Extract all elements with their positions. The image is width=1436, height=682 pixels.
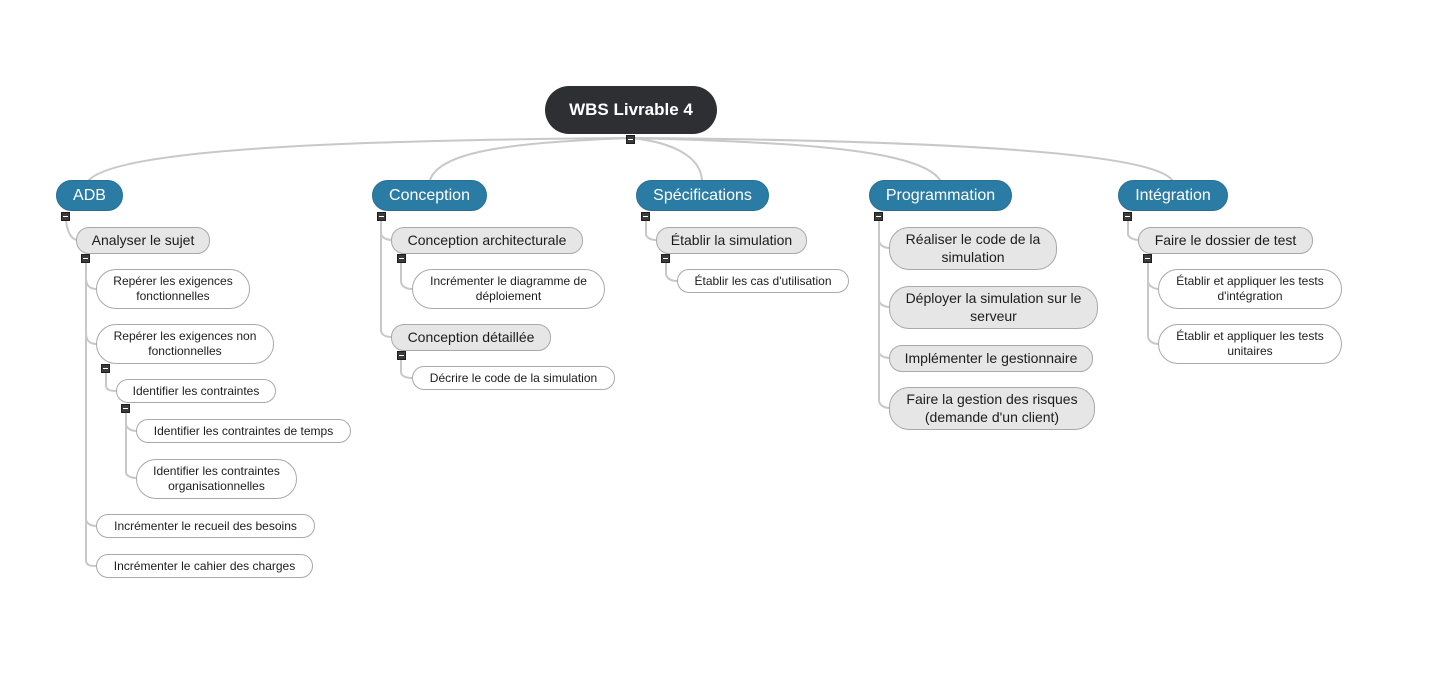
topic-etablir-simulation[interactable]: Établir la simulation <box>656 227 807 254</box>
leaf-recueil-des-besoins[interactable]: Incrémenter le recueil des besoins <box>96 514 315 538</box>
collapse-toggle-dossier-test[interactable] <box>1143 254 1152 263</box>
topic-conception-architecturale[interactable]: Conception architecturale <box>391 227 583 254</box>
collapse-toggle-adb[interactable] <box>61 212 70 221</box>
collapse-toggle-etablir-simulation[interactable] <box>661 254 670 263</box>
leaf-diagramme-de-deploiement[interactable]: Incrémenter le diagramme de déploiement <box>412 269 605 309</box>
collapse-toggle-specifications[interactable] <box>641 212 650 221</box>
leaf-tests-integration[interactable]: Établir et appliquer les tests d'intégra… <box>1158 269 1342 309</box>
leaf-cahier-des-charges[interactable]: Incrémenter le cahier des charges <box>96 554 313 578</box>
collapse-toggle-exigences-non-fonct[interactable] <box>101 364 110 373</box>
topic-implementer-gestionnaire[interactable]: Implémenter le gestionnaire <box>889 345 1093 372</box>
collapse-toggle-analyser[interactable] <box>81 254 90 263</box>
topic-deployer-simulation[interactable]: Déployer la simulation sur le serveur <box>889 286 1098 329</box>
leaf-exigences-non-fonctionnelles[interactable]: Repérer les exigences non fonctionnelles <box>96 324 274 364</box>
leaf-contraintes-de-temps[interactable]: Identifier les contraintes de temps <box>136 419 351 443</box>
branch-programmation[interactable]: Programmation <box>869 180 1012 211</box>
branch-adb[interactable]: ADB <box>56 180 123 211</box>
branch-conception[interactable]: Conception <box>372 180 487 211</box>
leaf-contraintes-organisationnelles[interactable]: Identifier les contraintes organisationn… <box>136 459 297 499</box>
leaf-cas-utilisation[interactable]: Établir les cas d'utilisation <box>677 269 849 293</box>
branch-specifications[interactable]: Spécifications <box>636 180 769 211</box>
topic-dossier-de-test[interactable]: Faire le dossier de test <box>1138 227 1313 254</box>
leaf-decrire-code-simulation[interactable]: Décrire le code de la simulation <box>412 366 615 390</box>
topic-gestion-risques[interactable]: Faire la gestion des risques (demande d'… <box>889 387 1095 430</box>
collapse-toggle-integration[interactable] <box>1123 212 1132 221</box>
collapse-toggle-contraintes[interactable] <box>121 404 130 413</box>
collapse-toggle-architecturale[interactable] <box>397 254 406 263</box>
root-topic[interactable]: WBS Livrable 4 <box>545 86 717 134</box>
leaf-tests-unitaires[interactable]: Établir et appliquer les tests unitaires <box>1158 324 1342 364</box>
collapse-toggle-root[interactable] <box>626 135 635 144</box>
topic-conception-detaillee[interactable]: Conception détaillée <box>391 324 551 351</box>
branch-integration[interactable]: Intégration <box>1118 180 1228 211</box>
topic-analyser-le-sujet[interactable]: Analyser le sujet <box>76 227 210 254</box>
collapse-toggle-detaillee[interactable] <box>397 351 406 360</box>
collapse-toggle-programmation[interactable] <box>874 212 883 221</box>
collapse-toggle-conception[interactable] <box>377 212 386 221</box>
leaf-exigences-fonctionnelles[interactable]: Repérer les exigences fonctionnelles <box>96 269 250 309</box>
leaf-identifier-contraintes[interactable]: Identifier les contraintes <box>116 379 276 403</box>
topic-realiser-code[interactable]: Réaliser le code de la simulation <box>889 227 1057 270</box>
